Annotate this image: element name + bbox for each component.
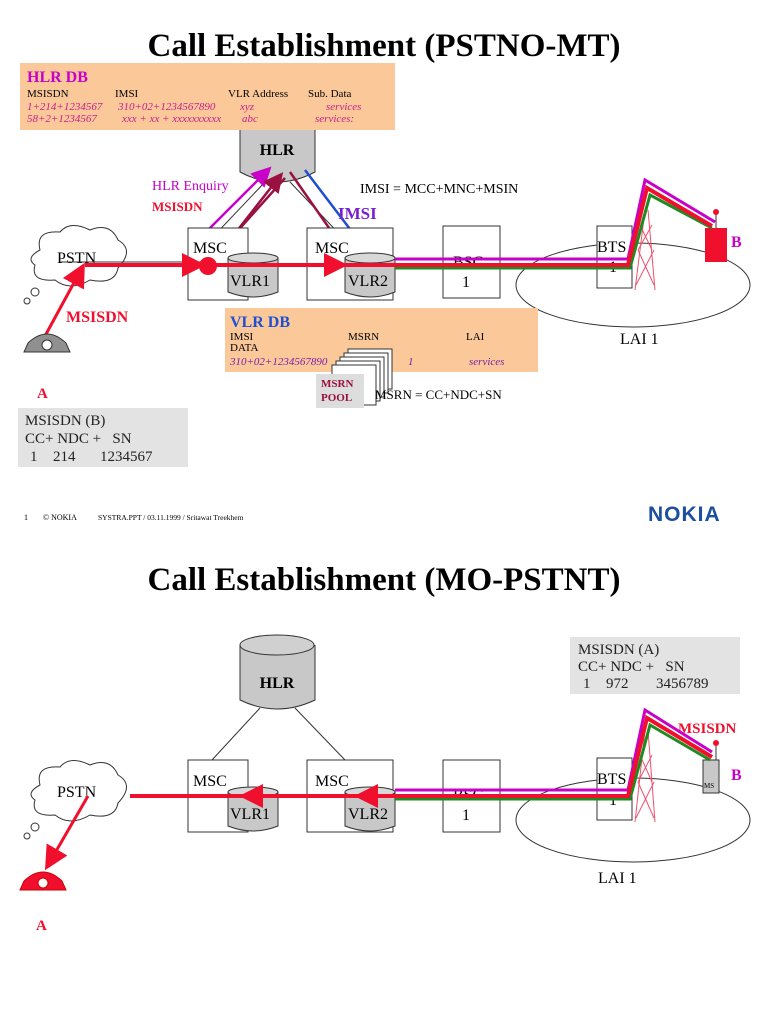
col-msisdn: MSISDN	[27, 88, 69, 100]
cell: 1	[408, 356, 414, 368]
msisdn-b-format: CC+ NDC + SN	[25, 431, 132, 447]
mobile-station-b	[705, 209, 727, 262]
b-label: B	[731, 234, 742, 251]
mobile-station-b: MS	[702, 740, 720, 794]
cell: xxx + xx + xxxxxxxxxx	[121, 113, 221, 125]
msc1-label: MSC	[193, 773, 227, 790]
vlr2-label: VLR2	[348, 806, 388, 823]
bts-label: BTS	[597, 771, 626, 788]
call-arrow-a	[44, 795, 90, 871]
col-imsi: IMSI	[115, 88, 139, 100]
imsi-label: IMSI	[338, 204, 377, 223]
signal-path-magenta	[395, 707, 713, 792]
a-label: A	[37, 386, 48, 402]
cell: abc	[242, 113, 258, 125]
vlr1-label: VLR1	[230, 273, 270, 290]
telephone-a-icon	[19, 871, 67, 891]
pstn-cloud: PSTN	[23, 760, 127, 840]
hlr-enquiry-label: HLR Enquiry	[152, 179, 229, 194]
hlr-db-table: HLR DB MSISDN IMSI VLR Address Sub. Data…	[20, 63, 395, 130]
cell: services	[469, 356, 504, 368]
msisdn-arrow-label: MSISDN	[66, 309, 129, 326]
ndc-value: 972	[606, 676, 629, 692]
slide-2: Call Establishment (MO-PSTNT) HLR MSISDN…	[19, 562, 751, 934]
msrn-pool-stack: MSRN POOL	[316, 348, 393, 408]
msrn-pool-label-2: POOL	[321, 392, 352, 404]
a-label: A	[36, 918, 47, 934]
msisdn-b-title: MSISDN (B)	[25, 413, 105, 429]
hlr-label: HLR	[260, 142, 295, 159]
pstn-cloud: PSTN	[23, 225, 127, 305]
ndc-value: 214	[53, 449, 76, 465]
cell: services:	[315, 113, 354, 125]
msisdn-b-box: MSISDN (B) CC+ NDC + SN 1 214 1234567	[18, 408, 188, 467]
msisdn-a-format: CC+ NDC + SN	[578, 659, 685, 675]
hlr-label: HLR	[260, 675, 295, 692]
vlr1-cylinder: VLR1	[227, 252, 279, 298]
cell: 1+214+1234567	[27, 101, 103, 113]
msc1-node	[199, 257, 217, 275]
bsc-box	[442, 225, 501, 299]
msc2-label: MSC	[315, 240, 349, 257]
pstn-label: PSTN	[57, 784, 97, 801]
msc2-label: MSC	[315, 773, 349, 790]
bts-box	[596, 225, 633, 289]
sn-value: 1234567	[100, 449, 153, 465]
call-path	[85, 184, 714, 267]
cc-value: 1	[30, 449, 38, 465]
col-lai: LAI	[466, 331, 485, 343]
msrn-formula: MSRN = CC+NDC+SN	[375, 387, 502, 402]
lai-label: LAI 1	[620, 331, 659, 348]
vlr2-cylinder: VLR2	[344, 252, 396, 298]
slide-title: Call Establishment (PSTNO-MT)	[147, 28, 620, 64]
paging-path	[395, 177, 716, 261]
imsi-formula: IMSI = MCC+MNC+MSIN	[360, 182, 518, 197]
lai-label: LAI 1	[598, 870, 637, 887]
cell: 58+2+1234567	[27, 113, 97, 125]
slide-title: Call Establishment (MO-PSTNT)	[147, 562, 620, 598]
bsc-number: 1	[462, 807, 470, 824]
bts-label: BTS	[597, 239, 626, 256]
vlr1-label: VLR1	[230, 806, 270, 823]
data-label: DATA	[230, 342, 259, 354]
vlr1-cylinder: VLR1	[227, 786, 279, 832]
hlr-enquiry-arrow	[199, 166, 272, 239]
hlr-db-heading: HLR DB	[27, 69, 88, 86]
msrn-pool-label-1: MSRN	[321, 378, 353, 390]
signal-path-green	[395, 192, 713, 270]
telephone-a-icon	[23, 333, 71, 353]
call-arrow-a	[43, 262, 85, 337]
col-msrn: MSRN	[348, 331, 379, 343]
nokia-logo: NOKIA	[648, 503, 721, 526]
cell: 310+02+1234567890	[229, 356, 328, 368]
cell: services	[326, 101, 361, 113]
msc1-label: MSC	[193, 240, 227, 257]
bsc-number: 1	[462, 274, 470, 291]
col-sub-data: Sub. Data	[308, 88, 352, 100]
msisdn-overlay-label: MSISDN	[152, 199, 203, 214]
col-vlr-address: VLR Address	[228, 88, 288, 100]
cell: xyz	[239, 101, 255, 113]
cc-value: 1	[583, 676, 591, 692]
vlr2-cylinder: VLR2	[344, 786, 396, 832]
slide-1: Call Establishment (PSTNO-MT) HLR HLR DB…	[18, 28, 751, 526]
signal-path-green	[395, 722, 711, 801]
msisdn-a-box: MSISDN (A) CC+ NDC + SN 1 972 3456789	[570, 637, 740, 694]
vlr2-label: VLR2	[348, 273, 388, 290]
footer-info: SYSTRA.PPT / 03.11.1999 / Sritawat Treek…	[98, 513, 244, 522]
sn-value: 3456789	[656, 676, 709, 692]
footer-page: 1	[24, 513, 28, 522]
msisdn-a-title: MSISDN (A)	[578, 642, 659, 658]
hlr-cylinder: HLR	[239, 634, 316, 710]
b-label: B	[731, 767, 742, 784]
footer-copyright: © NOKIA	[43, 513, 77, 522]
ms-label: MS	[704, 782, 714, 790]
col-imsi: IMSI	[230, 331, 254, 343]
vlr-db-heading: VLR DB	[230, 314, 290, 331]
msisdn-label: MSISDN	[678, 721, 737, 737]
cell: 310+02+1234567890	[117, 101, 216, 113]
